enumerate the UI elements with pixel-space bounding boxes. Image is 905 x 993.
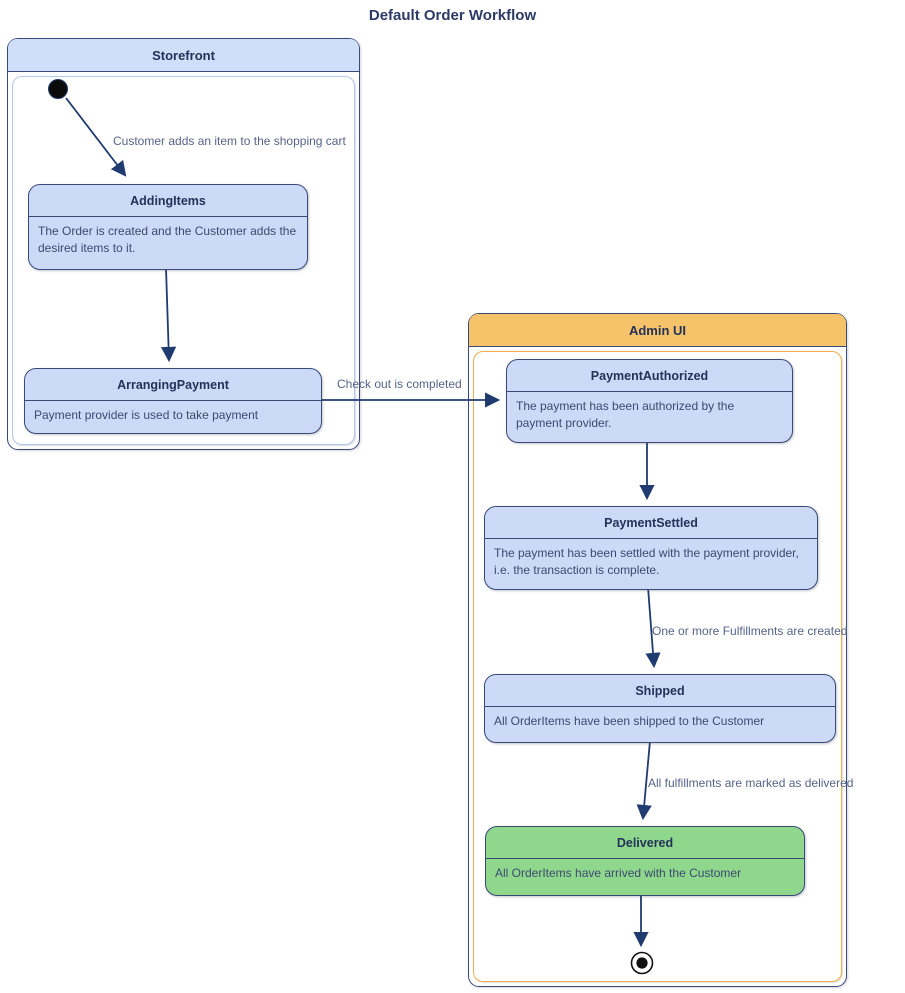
transition-label-fulfillments-created: One or more Fulfillments are created [652, 624, 848, 638]
state-shipped-description: All OrderItems have been shipped to the … [494, 714, 765, 728]
state-delivered-description: All OrderItems have arrived with the Cus… [495, 866, 742, 880]
state-arranging-payment: ArrangingPayment Payment provider is use… [24, 368, 322, 434]
composite-state-storefront: Storefront AddingItems The Order is crea… [7, 38, 360, 450]
state-payment-settled-description: The payment has been settled with the pa… [494, 546, 799, 578]
state-payment-authorized: PaymentAuthorized The payment has been a… [506, 359, 793, 443]
transition-label-customer-adds-item: Customer adds an item to the shopping ca… [113, 134, 346, 148]
state-adding-items-description: The Order is created and the Customer ad… [38, 224, 297, 256]
transition-label-checkout-completed: Check out is completed [337, 377, 462, 391]
state-payment-settled-title: PaymentSettled [485, 507, 817, 539]
diagram-title: Default Order Workflow [368, 7, 537, 24]
storefront-header: Storefront [8, 39, 359, 72]
state-adding-items-title: AddingItems [29, 185, 307, 217]
admin-ui-header: Admin UI [469, 314, 846, 347]
state-shipped: Shipped All OrderItems have been shipped… [484, 674, 836, 743]
transition-label-fulfillments-delivered: All fulfillments are marked as delivered [648, 776, 854, 790]
state-payment-authorized-title: PaymentAuthorized [507, 360, 792, 392]
state-shipped-title: Shipped [485, 675, 835, 707]
composite-state-admin-ui: Admin UI PaymentAuthorized The payment h… [468, 313, 847, 987]
state-delivered: Delivered All OrderItems have arrived wi… [485, 826, 805, 896]
state-adding-items: AddingItems The Order is created and the… [28, 184, 308, 270]
state-arranging-payment-title: ArrangingPayment [25, 369, 321, 401]
state-arranging-payment-description: Payment provider is used to take payment [34, 408, 259, 422]
state-payment-authorized-description: The payment has been authorized by the p… [516, 399, 735, 431]
state-delivered-title: Delivered [486, 827, 804, 859]
state-payment-settled: PaymentSettled The payment has been sett… [484, 506, 818, 590]
